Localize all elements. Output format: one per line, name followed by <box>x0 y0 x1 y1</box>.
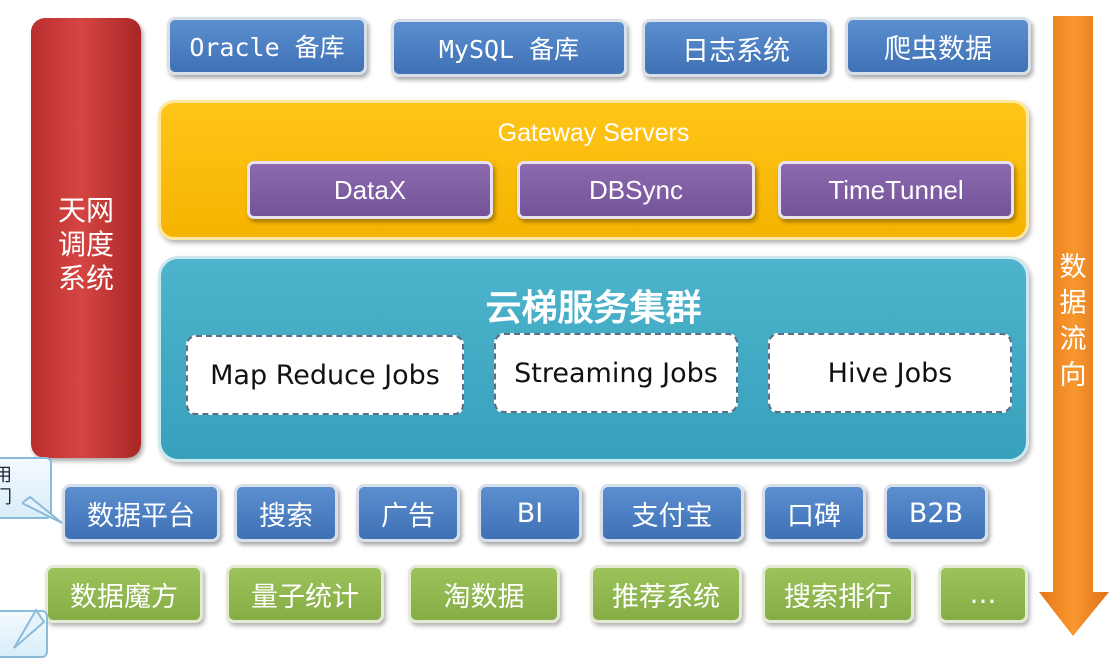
data-flow-label: 数 据 流 向 <box>1053 250 1093 394</box>
flow-char-3: 流 <box>1059 324 1087 355</box>
product-search-ranking: 搜索排行 <box>762 565 914 623</box>
source-crawler: 爬虫数据 <box>845 17 1031 75</box>
cluster-title: 云梯服务集群 <box>485 288 702 329</box>
dept-alipay: 支付宝 <box>600 484 744 542</box>
product-data-cube: 数据魔方 <box>45 565 203 623</box>
source-mysql: MySQL 备库 <box>391 19 627 77</box>
job-map-reduce: Map Reduce Jobs <box>186 335 464 415</box>
cloud-ladder-cluster: 云梯服务集群 Map Reduce Jobs Streaming Jobs Hi… <box>158 256 1029 462</box>
dept-koubei: 口碑 <box>762 484 866 542</box>
tool-dbsync: DBSync <box>517 161 755 219</box>
callout-top-line-1: 用 <box>0 465 12 486</box>
flow-char-2: 据 <box>1059 288 1087 319</box>
dept-bi: BI <box>478 484 582 542</box>
dept-b2b: B2B <box>884 484 988 542</box>
scheduler-line-2: 调度 <box>57 228 114 261</box>
callout-bubble-top: 用 门 <box>0 457 52 519</box>
callout-bottom-tail <box>13 608 46 649</box>
job-streaming: Streaming Jobs <box>494 333 738 413</box>
product-recommendation: 推荐系统 <box>590 565 742 623</box>
tool-datax: DataX <box>247 161 493 219</box>
callout-top-line-2: 门 <box>0 487 12 508</box>
job-hive: Hive Jobs <box>768 333 1012 413</box>
product-quantum-stats: 量子统计 <box>226 565 384 623</box>
source-oracle: Oracle 备库 <box>167 17 367 75</box>
dept-ads: 广告 <box>356 484 460 542</box>
product-tao-data: 淘数据 <box>408 565 560 623</box>
dept-search: 搜索 <box>234 484 338 542</box>
data-flow-arrow <box>1039 16 1109 636</box>
flow-char-4: 向 <box>1059 360 1087 391</box>
flow-char-1: 数 <box>1059 252 1087 283</box>
source-logs: 日志系统 <box>642 19 830 77</box>
scheduler-line-3: 系统 <box>57 262 114 295</box>
dept-data-platform: 数据平台 <box>62 484 220 542</box>
scheduler-line-1: 天网 <box>57 194 114 227</box>
scheduler-bar: 天网 调度 系统 <box>31 18 141 458</box>
scheduler-label: 天网 调度 系统 <box>31 194 141 296</box>
product-more: … <box>938 565 1028 623</box>
tool-timetunnel: TimeTunnel <box>778 161 1014 219</box>
gateway-title: Gateway Servers <box>497 119 690 147</box>
callout-top-tail <box>22 495 63 524</box>
gateway-servers-panel: Gateway Servers DataX DBSync TimeTunnel <box>158 100 1029 240</box>
